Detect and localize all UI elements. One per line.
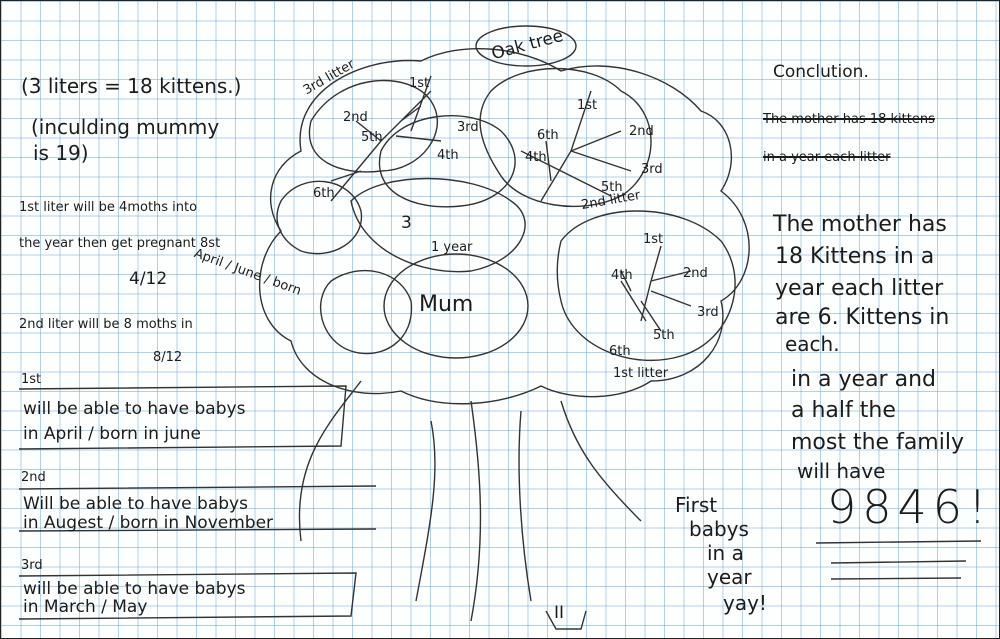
l2-kitten-5th: 5th [601,180,623,195]
conclusion-line-1: The mother has [773,212,947,237]
l1-kitten-1st: 1st [643,232,664,247]
crossed-out-line-1: The mother has 18 kittens [763,112,935,127]
first-babys-5: yay! [723,591,767,615]
trunk-mark: II [554,603,565,623]
l3-kitten-3rd: 3rd [457,120,479,135]
family-total: 9846! [827,480,993,534]
l2-kitten-2nd: 2nd [629,124,654,139]
l2-kitten-3rd: 3rd [641,162,663,177]
second-litter-fraction: 8/12 [153,350,183,365]
first-litter-label: 1st litter [613,366,669,381]
crossed-out-line-2: in a year each litter [763,150,891,165]
conclusion-line-9: will have [797,459,886,483]
box3-line1: will be able to have babys [23,579,246,599]
one-year-label: 1 year [431,240,473,255]
l2-kitten-6th: 6th [537,128,559,143]
l3-kitten-6th: 6th [313,186,335,201]
l1-kitten-2nd: 2nd [683,266,708,281]
conclusion-line-3: year each litter [775,276,944,301]
conclusion-line-2: 18 Kittens in a [775,244,935,269]
l1-kitten-4th: 4th [611,268,633,283]
first-babys-2: babys [689,517,749,541]
including-mummy-note: (inculding mummy [31,115,220,139]
mum-label: Mum [419,292,474,317]
litters-total-note: (3 liters = 18 kittens.) [21,74,242,98]
l1-kitten-5th: 5th [653,328,675,343]
box1-tag: 1st [21,372,42,387]
box2-tag: 2nd [21,470,46,485]
conclusion-line-6: in a year and [791,367,936,392]
first-litter-fraction: 4/12 [129,269,168,289]
conclusion-line-4: are 6. Kittens in [775,305,950,330]
box3-tag: 3rd [21,558,43,573]
l3-kitten-2nd: 2nd [343,110,368,125]
l2-kitten-4th: 4th [525,150,547,165]
conclusion-heading: Conclution. [773,62,869,82]
box2-line2: in Augest / born in November [23,513,274,533]
first-litter-note-2: the year then get pregnant 8st [19,236,221,251]
l1-kitten-3rd: 3rd [697,305,719,320]
first-babys-3: in a [707,541,744,565]
box1-line1: will be able to have babys [23,399,246,419]
box1-line2: in April / born in june [23,424,201,444]
conclusion-line-8: most the family [791,430,964,455]
first-litter-note: 1st liter will be 4moths into [19,200,198,215]
three-label: 3 [401,213,412,233]
l3-kitten-5th: 5th [361,130,383,145]
first-babys-1: First [675,493,718,517]
conclusion-line-7: a half the [791,398,896,423]
first-babys-4: year [707,565,752,589]
box2-line1: Will be able to have babys [23,494,248,514]
box3-line2: in March / May [23,597,148,617]
l3-kitten-4th: 4th [437,148,459,163]
l1-kitten-6th: 6th [609,344,631,359]
conclusion-line-5: each. [785,332,840,356]
l2-kitten-1st: 1st [577,98,598,113]
second-litter-note: 2nd liter will be 8 moths in [19,317,193,332]
l3-kitten-1st: 1st [409,76,430,91]
including-mummy-note-2: is 19) [33,141,89,165]
